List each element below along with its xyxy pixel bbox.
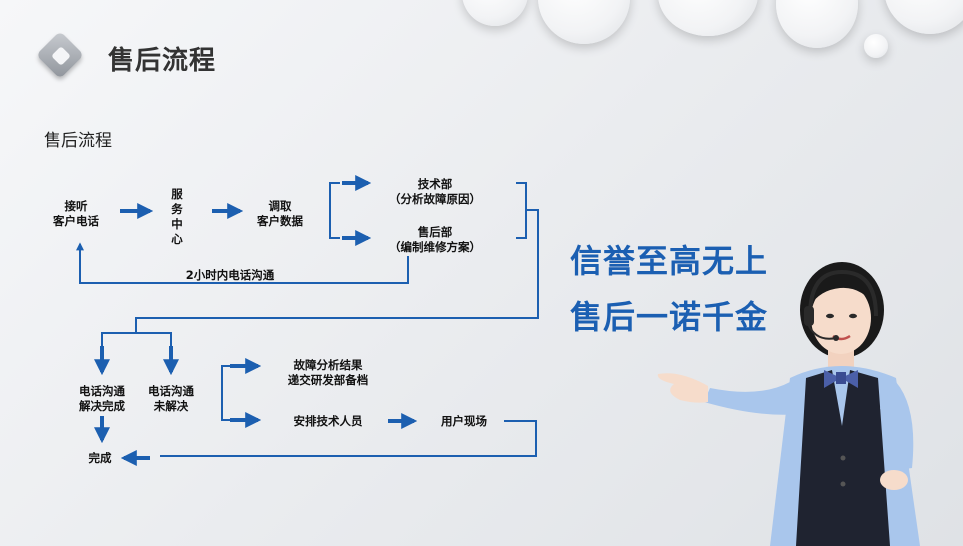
node-onsite: 用户现场 [441, 414, 487, 428]
customer-service-agent-illustration [657, 262, 920, 546]
section-title: 售后流程 [44, 131, 112, 151]
bracket-departments [329, 182, 340, 239]
node-answer-call: 接听 客户电话 [53, 199, 99, 228]
node-fault-report: 故障分析结果 递交研发部备档 [287, 358, 369, 387]
node-tech-dept: 技术部 （分析故障原因） [389, 177, 481, 206]
slogan-line-2: 售后一诺千金 [570, 298, 769, 336]
slogan-line-1: 信誉至高无上 [570, 242, 769, 280]
node-assign-tech: 安排技术人员 [293, 414, 363, 428]
node-unresolved-by-phone: 电话沟通 未解决 [148, 384, 194, 413]
node-after-sales-dept: 售后部 （编制维修方案） [389, 225, 481, 254]
node-service-center: 服 务 中 心 [171, 187, 183, 246]
page-title: 售后流程 [108, 46, 217, 76]
line-down-right [135, 209, 539, 333]
bracket-unresolved [221, 365, 230, 421]
node-retrieve-data: 调取 客户数据 [257, 199, 303, 228]
line-onsite-to-done [160, 420, 537, 457]
node-callback-label: 2小时内电话沟通 [185, 268, 275, 282]
node-done: 完成 [88, 451, 112, 465]
decor-circle [864, 34, 888, 58]
line-callback [76, 242, 409, 284]
node-resolved-by-phone: 电话沟通 解决完成 [79, 384, 125, 413]
bracket-right [516, 182, 527, 239]
bracket-phone-outcomes [101, 332, 172, 348]
